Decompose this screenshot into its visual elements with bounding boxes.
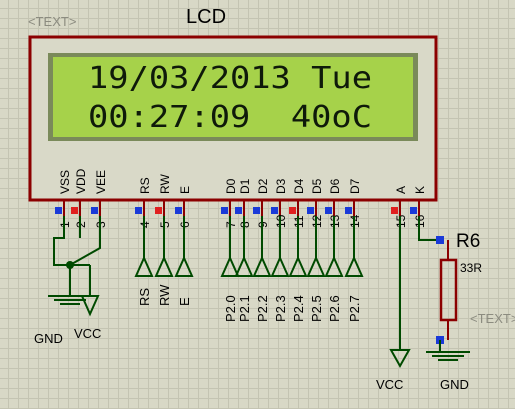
resistor-value: 33R xyxy=(460,261,482,275)
pin-name-label: E xyxy=(178,186,192,194)
power-wiring-left xyxy=(53,216,101,296)
vcc-label: VCC xyxy=(376,377,403,392)
gnd-symbol-right xyxy=(426,351,470,361)
resistor-pin-1 xyxy=(436,236,444,244)
pin-connector[interactable] xyxy=(271,207,278,214)
pin16-wire xyxy=(418,216,440,241)
text-placeholder-label: <TEXT> xyxy=(28,14,76,29)
pin-connector[interactable] xyxy=(155,207,162,214)
pin-group: VSS1VDD2VEE3RS4RW5E6D07D18D29D310D411D51… xyxy=(55,168,427,228)
gnd-label: GND xyxy=(34,331,63,346)
pin1-wire xyxy=(53,216,70,266)
pin-name-label: RW xyxy=(158,174,172,194)
net-label: RS xyxy=(137,288,152,306)
pin-name-label: VEE xyxy=(94,170,108,194)
pin-connector[interactable] xyxy=(410,207,417,214)
net-label: RW xyxy=(157,284,172,306)
pin-connector[interactable] xyxy=(307,207,314,214)
pin-name-label: D4 xyxy=(292,178,306,194)
junction-dot xyxy=(66,261,74,269)
pin-connector[interactable] xyxy=(345,207,352,214)
pin-name-label: D6 xyxy=(328,178,342,194)
pin-connector[interactable] xyxy=(221,207,228,214)
vcc-symbol-left xyxy=(80,295,100,317)
pin-name-label: D0 xyxy=(224,178,238,194)
pin-connector[interactable] xyxy=(175,207,182,214)
pin-name-label: A xyxy=(394,186,408,194)
pin-connector[interactable] xyxy=(391,207,398,214)
component-title: LCD xyxy=(186,6,226,28)
pin-name-label: D7 xyxy=(348,178,362,194)
gnd-label: GND xyxy=(440,377,469,392)
vcc-label: VCC xyxy=(74,326,101,341)
pin-connector[interactable] xyxy=(71,207,78,214)
pin-name-label: VDD xyxy=(74,168,88,194)
pin-connector[interactable] xyxy=(135,207,142,214)
vcc-symbol-right xyxy=(389,349,411,369)
net-label: E xyxy=(177,297,192,306)
net-terminal[interactable] xyxy=(220,255,240,277)
net-terminal[interactable] xyxy=(288,255,308,277)
pin-name-label: K xyxy=(413,186,427,194)
pin-connector[interactable] xyxy=(55,207,62,214)
lcd-line-2: 00:27:09 40oC xyxy=(88,100,372,135)
pin-connector[interactable] xyxy=(325,207,332,214)
resistor-r6[interactable] xyxy=(439,258,458,322)
pin-connector[interactable] xyxy=(253,207,260,214)
net-terminal[interactable] xyxy=(154,255,174,277)
net-label: P2.3 xyxy=(273,295,288,322)
net-terminal[interactable] xyxy=(134,255,154,277)
net-label: P2.4 xyxy=(291,295,306,322)
lcd-line-1: 19/03/2013 Tue xyxy=(88,61,372,96)
net-label: P2.2 xyxy=(255,295,270,322)
net-terminal[interactable] xyxy=(306,255,326,277)
lcd-screen xyxy=(53,57,413,137)
resistor-ref: R6 xyxy=(456,231,480,252)
net-label: P2.6 xyxy=(327,295,342,322)
net-label: P2.0 xyxy=(223,295,238,322)
pin-name-label: D5 xyxy=(310,178,324,194)
pin-name-label: D1 xyxy=(238,178,252,194)
pin3-wire xyxy=(69,216,101,266)
pin-name-label: VSS xyxy=(58,170,72,194)
net-terminal[interactable] xyxy=(252,255,272,277)
net-terminal[interactable] xyxy=(270,255,290,277)
pin-name-label: D3 xyxy=(274,178,288,194)
pin-connector[interactable] xyxy=(91,207,98,214)
net-terminal[interactable] xyxy=(234,255,254,277)
pin-name-label: D2 xyxy=(256,178,270,194)
net-terminal[interactable] xyxy=(174,255,194,277)
pin-connector[interactable] xyxy=(289,207,296,214)
net-label: P2.1 xyxy=(237,295,252,322)
net-terminal[interactable] xyxy=(324,255,344,277)
text-placeholder-label: <TEXT> xyxy=(470,311,515,326)
pin-name-label: RS xyxy=(138,177,152,194)
net-terminal[interactable] xyxy=(344,255,364,277)
pin-connector[interactable] xyxy=(235,207,242,214)
net-label: P2.5 xyxy=(309,295,324,322)
net-label: P2.7 xyxy=(347,295,362,322)
